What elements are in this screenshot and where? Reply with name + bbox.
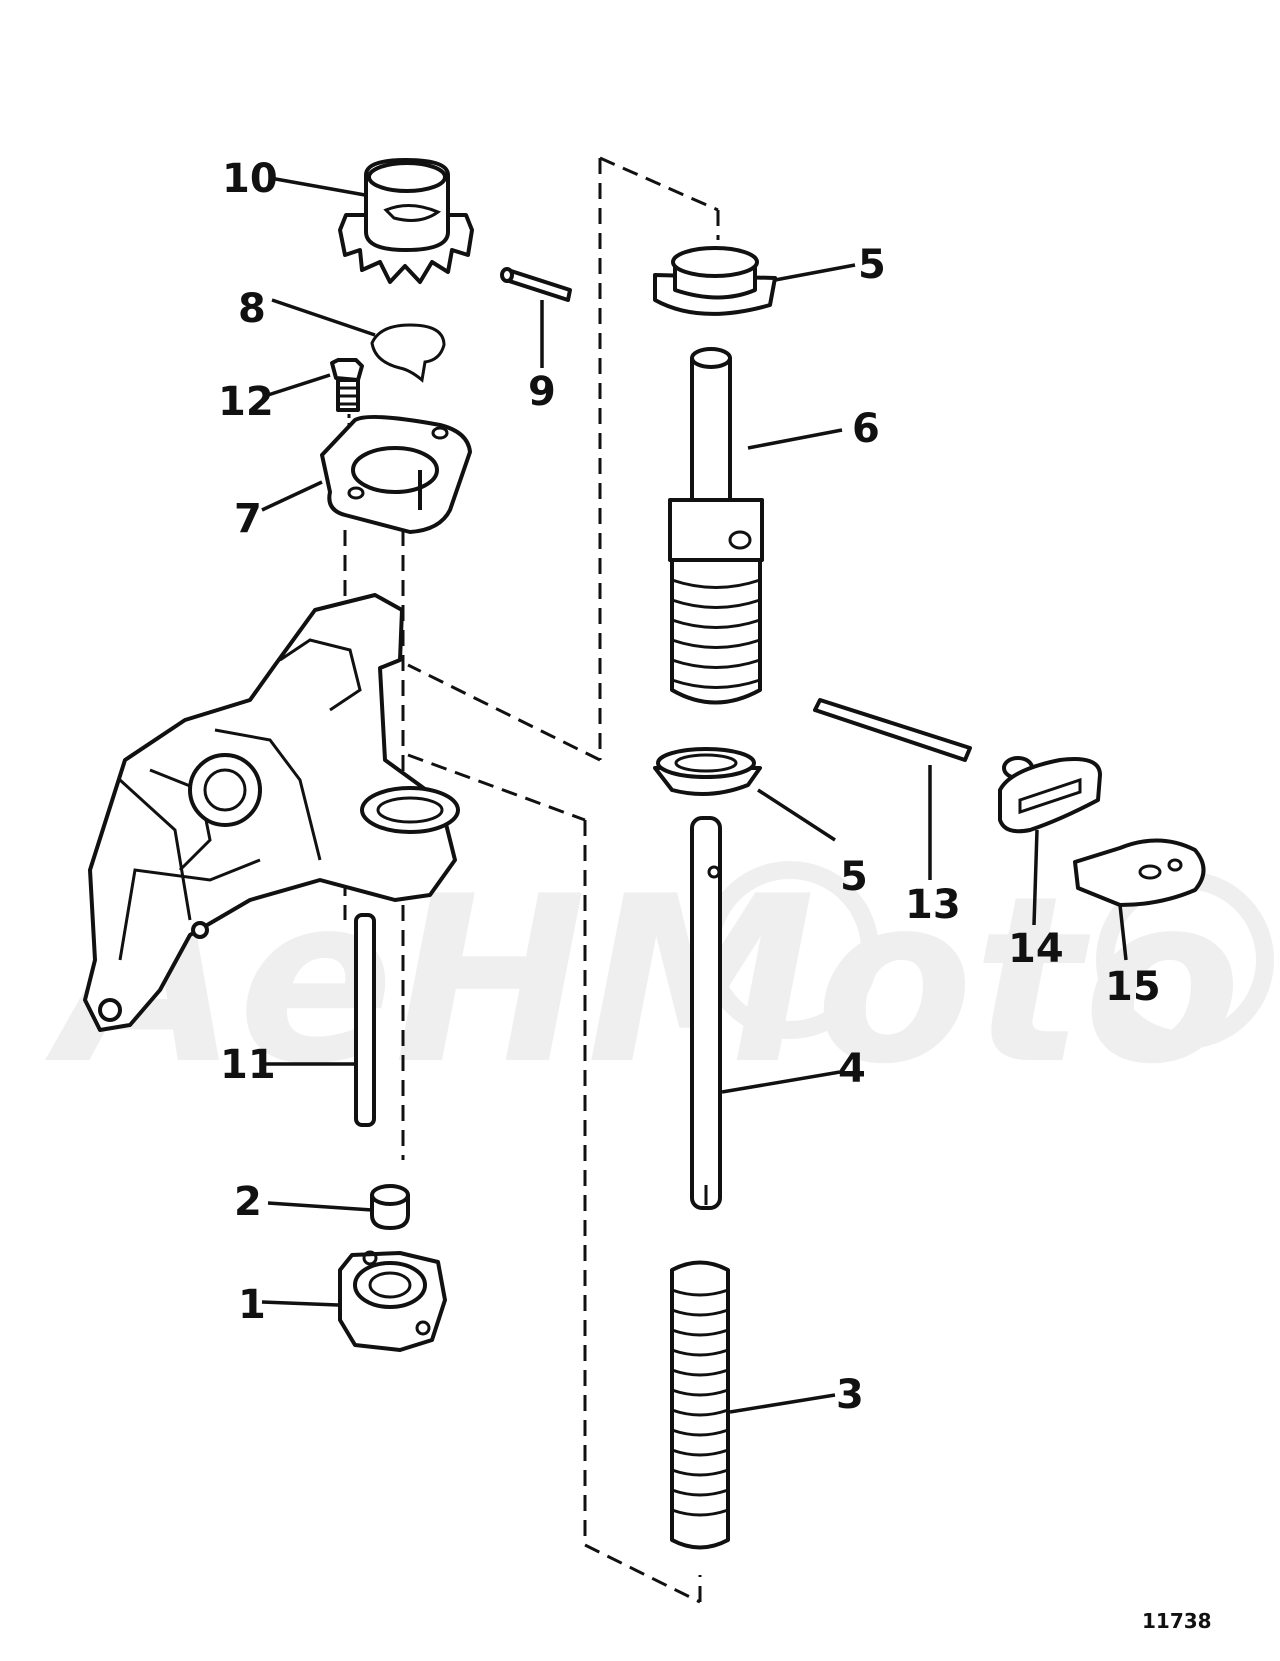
leader-6	[747, 428, 843, 450]
callout-labels: 10 8 9 12 7 5 6 5 11 2 1 4 3 13 14 15	[218, 156, 1161, 1418]
callout-7: 7	[234, 496, 262, 542]
part-5-bushing-top	[653, 246, 777, 316]
part-9-pin	[500, 267, 572, 302]
part-3-spring	[670, 1260, 730, 1550]
leader-8	[271, 298, 376, 337]
drawing-number: 11738	[1142, 1609, 1212, 1633]
leader-10	[269, 176, 366, 197]
callout-9: 9	[528, 369, 556, 415]
part-1-bearing-housing	[338, 1250, 447, 1352]
part-12-screw	[330, 358, 364, 412]
leader-4	[721, 1070, 841, 1094]
leader-12	[267, 373, 331, 397]
part-5-bushing-bottom	[653, 747, 762, 796]
part-7-plate	[320, 414, 472, 534]
leader-15	[1118, 904, 1128, 961]
part-6-worm-shaft	[668, 347, 764, 705]
callout-1: 1	[238, 1282, 266, 1328]
callout-8: 8	[238, 286, 266, 332]
part-2-cap	[370, 1184, 410, 1230]
leader-lines	[260, 176, 1128, 1414]
callout-10: 10	[222, 156, 278, 202]
part-10-gear	[338, 158, 474, 284]
part-15-cam	[1073, 838, 1206, 907]
leader-1	[261, 1300, 339, 1307]
callout-12: 12	[218, 379, 274, 425]
callout-14: 14	[1008, 926, 1064, 972]
leader-7	[261, 480, 323, 512]
callout-15: 15	[1105, 964, 1161, 1010]
callout-2: 2	[234, 1179, 262, 1225]
leader-5a	[774, 263, 856, 282]
leader-3	[729, 1393, 836, 1414]
callout-11: 11	[220, 1042, 276, 1088]
part-14-knob	[998, 756, 1102, 834]
callout-13: 13	[905, 882, 961, 928]
leader-14	[1032, 829, 1039, 926]
callout-3: 3	[836, 1372, 864, 1418]
leader-5b	[757, 788, 836, 842]
callout-5-top: 5	[858, 242, 886, 288]
callout-4: 4	[838, 1046, 866, 1092]
leader-2	[267, 1201, 373, 1212]
bracket-housing	[83, 593, 460, 1032]
part-13-strip	[813, 698, 972, 762]
part-11-rod	[354, 913, 376, 1127]
part-4-shaft	[690, 816, 722, 1210]
callout-5-bottom: 5	[840, 854, 868, 900]
callout-6: 6	[852, 406, 880, 452]
part-8-clip	[370, 323, 446, 383]
